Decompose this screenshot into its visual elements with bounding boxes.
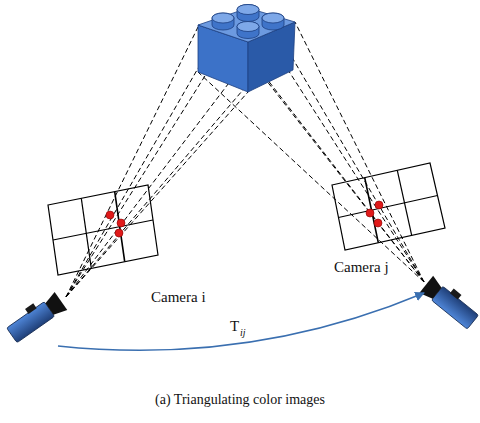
projection-rays: [66, 9, 424, 297]
camera-left: [4, 289, 67, 344]
camera-label: Camera j: [333, 259, 390, 276]
brick-stud: [237, 22, 259, 39]
brick-stud: [262, 13, 284, 30]
camera-right: [419, 273, 480, 330]
brick-stud: [212, 13, 234, 30]
feature-points: [106, 201, 383, 237]
brick-stud: [237, 5, 259, 22]
transform-arrow: [58, 293, 424, 350]
camera-label: Camera i: [150, 289, 207, 306]
lego-brick: [198, 5, 295, 93]
figure-caption: (a) Triangulating color images: [155, 392, 325, 407]
transform-subscript: ij: [239, 327, 247, 338]
